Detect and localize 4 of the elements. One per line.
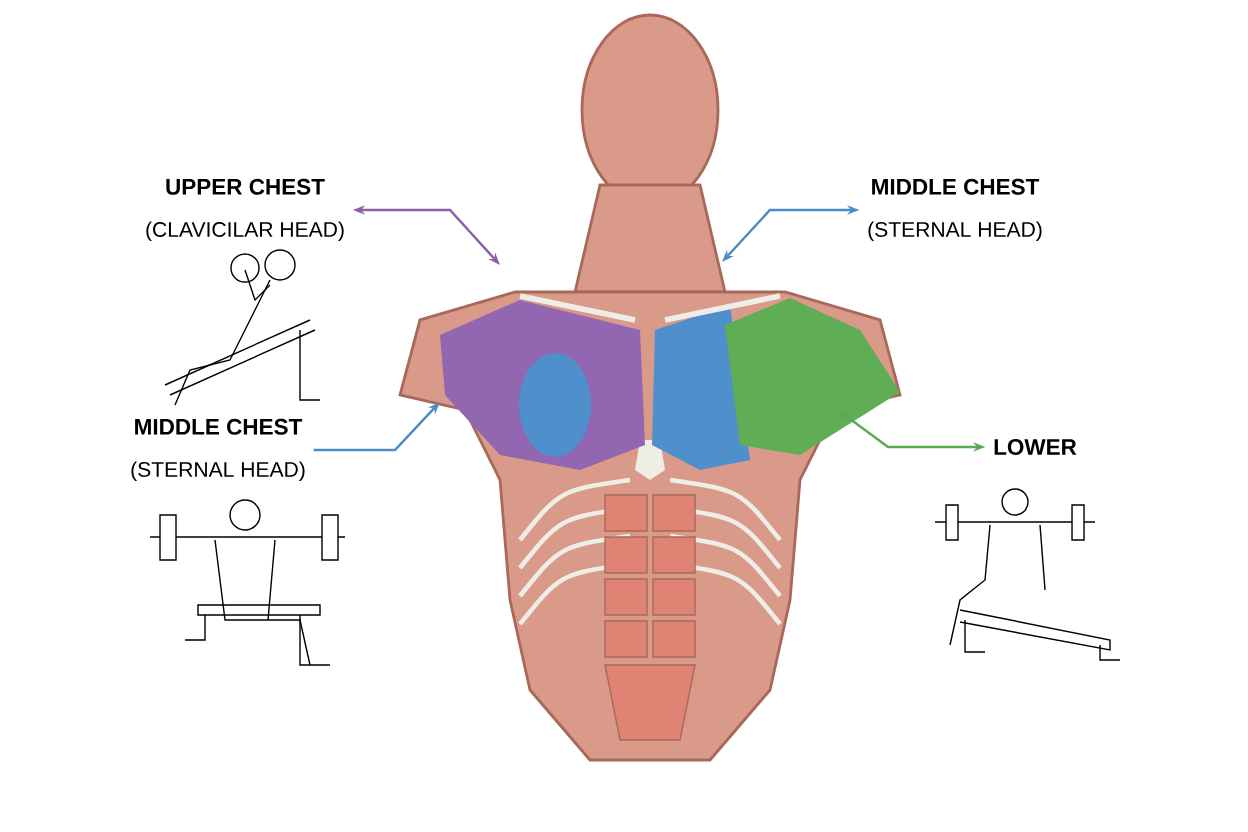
callout-label: MIDDLE CHEST (STERNAL HEAD) — [131, 418, 305, 482]
callout-label: UPPER CHEST (CLAVICILAR HEAD) — [146, 178, 344, 242]
callout-label: MIDDLE CHEST (STERNAL HEAD) — [868, 178, 1042, 242]
callout-label: LOWER — [994, 439, 1077, 455]
